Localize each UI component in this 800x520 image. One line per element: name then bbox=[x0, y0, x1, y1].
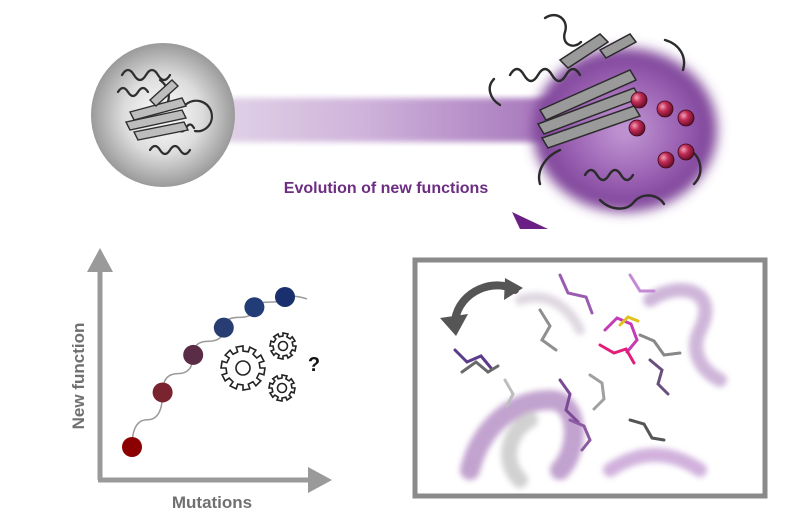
data-point bbox=[122, 437, 142, 457]
data-point bbox=[183, 344, 204, 365]
x-axis-label: Mutations bbox=[172, 493, 252, 512]
data-point bbox=[213, 317, 234, 338]
evolution-arrow bbox=[239, 212, 548, 232]
data-point bbox=[152, 382, 173, 403]
mutation-spheres bbox=[628, 91, 695, 169]
function-plot: Mutations New function ? bbox=[69, 248, 332, 512]
gears-icon bbox=[220, 332, 297, 402]
y-axis bbox=[87, 248, 113, 480]
evolved-protein bbox=[488, 13, 717, 212]
y-axis-label: New function bbox=[69, 323, 88, 430]
evolution-beam bbox=[175, 98, 595, 142]
active-site-inset bbox=[412, 257, 768, 499]
caption-evolution: Evolution of new functions bbox=[284, 180, 489, 197]
data-points bbox=[122, 286, 295, 457]
x-axis bbox=[98, 467, 332, 493]
question-mark: ? bbox=[308, 354, 320, 376]
data-point bbox=[275, 286, 295, 307]
ancestral-protein bbox=[91, 43, 235, 187]
data-point bbox=[244, 297, 265, 318]
